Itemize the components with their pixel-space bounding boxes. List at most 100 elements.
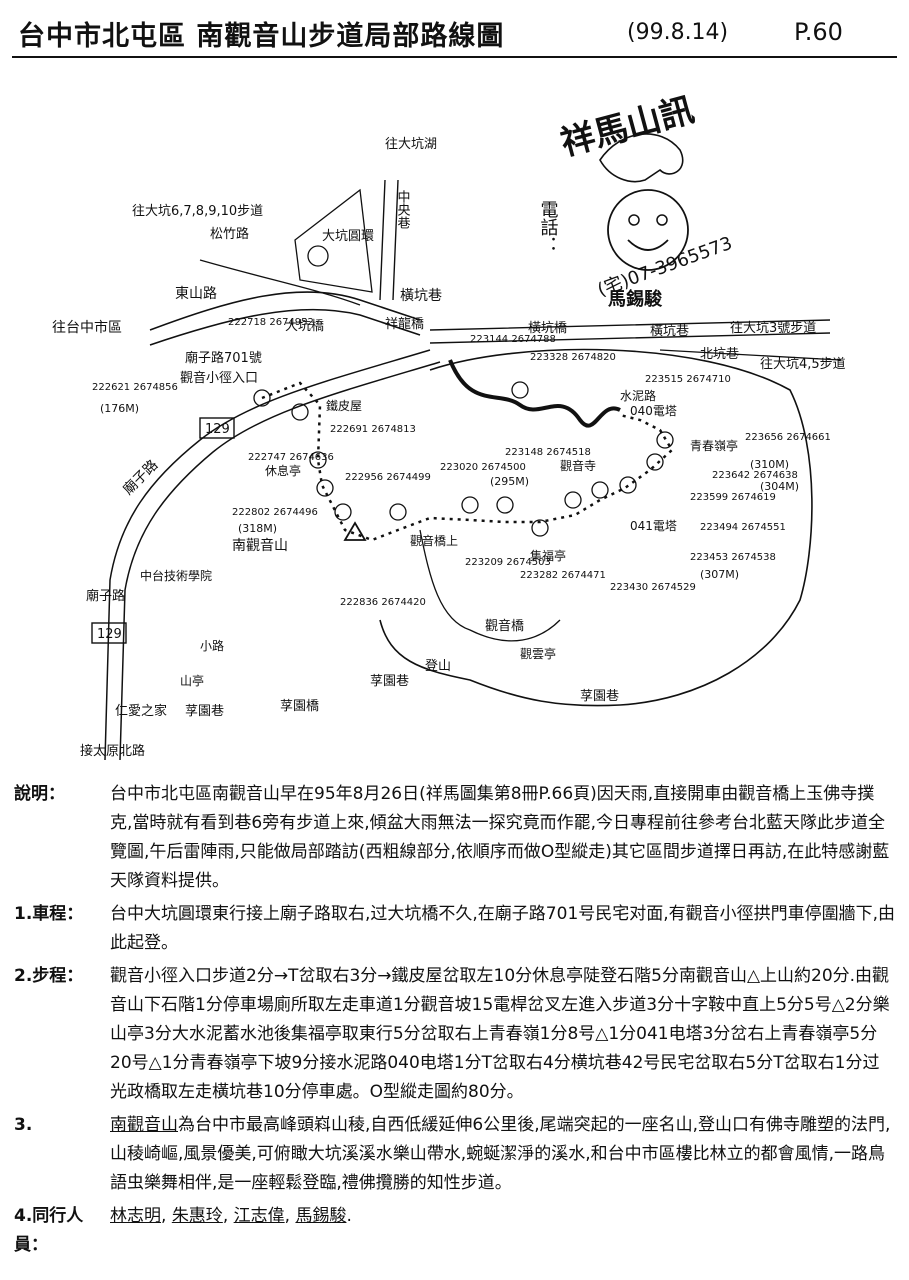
dongshan-road-line [149, 291, 421, 331]
coord-label: 222956 2674499 [345, 472, 431, 483]
note-steps: 2.步程： 觀音小徑入口步道2分→T岔取右3分→鐵皮屋岔取左10分休息亭陡登石階… [14, 962, 896, 1107]
label-fuyuan-alley-mid: 莩園巷 [370, 674, 409, 689]
page-header: 台中市北屯區 南觀音山步道局部路線圖 (99.8.14) P.60 [12, 8, 897, 58]
label-junction-road: 接太原北路 [80, 743, 145, 759]
page-number: P.60 [794, 18, 843, 46]
stamp-name: 馬錫駿 [608, 288, 663, 310]
coord-label: 223020 2674500 [440, 462, 526, 473]
trail-map: 129 129 往大坑湖 中央巷 往大坑6,7,8,9,10步道 松竹路 大坑圓… [0, 60, 909, 770]
route-129-top-text: 129 [205, 422, 230, 437]
songzhu-road-line [199, 259, 361, 306]
coordinate-labels: 222718 2674952 222621 2674856 222691 267… [92, 317, 831, 608]
note-description: 說明： 台中市北屯區南觀音山早在95年8月26日(祥馬圖集第8冊P.66頁)因天… [14, 780, 896, 896]
note-car-label: 1.車程： [14, 904, 84, 924]
note-description-text: 台中市北屯區南觀音山早在95年8月26日(祥馬圖集第8冊P.66頁)因天雨,直接… [110, 784, 890, 891]
smiley-eye-left [628, 214, 640, 226]
label-guanyin-bridge-upper: 觀音橋上 [410, 533, 458, 548]
note-description-label: 說明： [14, 784, 65, 804]
label-beikeng-alley: 北坑巷 [700, 347, 739, 362]
team-member: 江志偉 [233, 1206, 285, 1226]
note-mountain-name: 南觀音山 [110, 1115, 178, 1135]
label-elev-307: (307M) [700, 568, 739, 581]
coord-label: 222718 2674952 [228, 317, 314, 328]
horse-head-icon [599, 133, 684, 183]
route-129-marker-top [199, 417, 235, 439]
label-qinglong-pavilion: 青春嶺亭 [690, 438, 738, 453]
header-rule [12, 56, 897, 58]
team-member: 林志明 [110, 1206, 161, 1226]
coord-label: 223656 2674661 [745, 432, 831, 443]
label-miaozi-road-lower: 廟子路 [86, 588, 125, 604]
coord-label: 222836 2674420 [340, 597, 426, 608]
label-to-trail-3: 往大坑3號步道 [730, 321, 816, 336]
zhongyang-alley-line [379, 179, 399, 301]
label-pole-040: 040電塔 [630, 404, 677, 418]
map-title: 台中市北屯區 南觀音山步道局部路線圖 [18, 21, 505, 52]
coord-label: 223209 2674503 [465, 557, 551, 568]
label-xianglong-bridge: 祥龍橋 [385, 316, 424, 332]
note-team: 4.同行人員： 林志明, 朱惠玲, 江志偉, 馬錫駿. [14, 1202, 896, 1255]
label-dongshan-road: 東山路 [175, 286, 217, 302]
label-dakeng-bridge: 大坑橋 [285, 319, 324, 334]
label-elev-176: (176M) [100, 402, 139, 415]
label-dakeng-ring: 大坑圓環 [322, 229, 374, 244]
notes-section: 說明： 台中市北屯區南觀音山早在95年8月26日(祥馬圖集第8冊P.66頁)因天… [14, 780, 896, 1270]
smiley-eye-right [656, 214, 668, 226]
label-songzhu-road: 松竹路 [210, 226, 249, 242]
area-boundary [379, 348, 813, 707]
label-shuilan-road: 水泥路 [620, 388, 656, 403]
coord-label: 222802 2674496 [232, 507, 318, 518]
trail-map-svg: 129 129 往大坑湖 中央巷 往大坑6,7,8,9,10步道 松竹路 大坑圓… [52, 90, 846, 761]
note-mountain-label: 3. [14, 1115, 33, 1135]
coord-label: 223282 2674471 [520, 570, 606, 581]
main-trail-dotted [261, 381, 674, 542]
coord-label: 223515 2674710 [645, 374, 731, 385]
label-to-taichung-city: 往台中市區 [52, 319, 122, 336]
coord-label: 223453 2674538 [690, 552, 776, 563]
label-zhongtai-school: 中台技術學院 [140, 568, 212, 583]
label-miaozi-road: 廟子路 [120, 456, 162, 498]
label-xiaolu: 小路 [200, 638, 224, 653]
note-car: 1.車程： 台中大坑圓環東行接上廟子路取右,过大坑橋不久,在廟子路701号民宅对… [14, 900, 896, 958]
label-miaozi-road-701: 廟子路701號 [185, 350, 262, 366]
dakeng-ring-shape [294, 188, 373, 293]
note-mountain-text: 為台中市最高峰頭嵙山稜,自西低緩延伸6公里後,尾端突起的一座名山,登山口有佛寺雕… [110, 1115, 891, 1193]
miaozi-road-line [104, 349, 441, 761]
hengkeng-alley-line [429, 319, 831, 344]
label-dengshan: 登山 [425, 659, 451, 674]
label-guanyin-temple: 觀音寺 [560, 458, 596, 473]
note-mountain: 3. 南觀音山為台中市最高峰頭嵙山稜,自西低緩延伸6公里後,尾端突起的一座名山,… [14, 1111, 896, 1198]
guanyin-road [419, 529, 561, 642]
label-guanyin-bridge: 觀音橋 [485, 618, 524, 634]
smiley-mouth [627, 239, 669, 251]
note-steps-label: 2.步程： [14, 966, 84, 986]
label-fuyuan-bridge: 莩園橋 [280, 699, 319, 714]
coord-label: 222747 2674636 [248, 452, 334, 463]
label-zhongyang-alley: 中央巷 [395, 190, 411, 229]
label-jiyuan-pavilion: 集福亭 [530, 548, 566, 563]
map-date: (99.8.14) [627, 20, 729, 45]
signature-stamp: 祥馬山訊 電話： (宅)07-3965573 馬錫駿 [538, 90, 736, 310]
stamp-group: 祥馬山訊 [557, 90, 699, 164]
label-triangle-318: (318M) [238, 522, 277, 535]
coord-label: 223599 2674619 [690, 492, 776, 503]
coord-label: 222691 2674813 [330, 424, 416, 435]
team-member: 馬錫駿 [295, 1206, 347, 1226]
label-nan-guanyin-shan: 南觀音山 [232, 537, 288, 554]
label-shanting: 山亭 [180, 673, 204, 688]
route-129-marker-bottom [91, 622, 127, 644]
label-fuyuan-alley: 莩園巷 [185, 704, 224, 719]
team-member: 朱惠玲 [171, 1206, 223, 1226]
waypoints [253, 381, 674, 537]
label-hengkeng-alley-2: 橫坑巷 [650, 324, 689, 339]
label-hengkeng-alley: 橫坑巷 [400, 288, 442, 304]
coord-label: 223642 2674638 [712, 470, 798, 481]
label-fuyuan-alley-right: 莩園巷 [580, 689, 619, 704]
label-xiangxing-home: 仁愛之家 [115, 703, 167, 719]
label-to-dakeng-lake: 往大坑湖 [385, 137, 437, 152]
stamp-phone-prefix: 電話： [538, 200, 559, 254]
label-rest-pavilion: 休息亭 [265, 463, 301, 478]
coord-label: 223144 2674788 [470, 334, 556, 345]
smiley-icon [607, 189, 689, 271]
label-to-trails-6-10: 往大坑6,7,8,9,10步道 [132, 204, 263, 219]
